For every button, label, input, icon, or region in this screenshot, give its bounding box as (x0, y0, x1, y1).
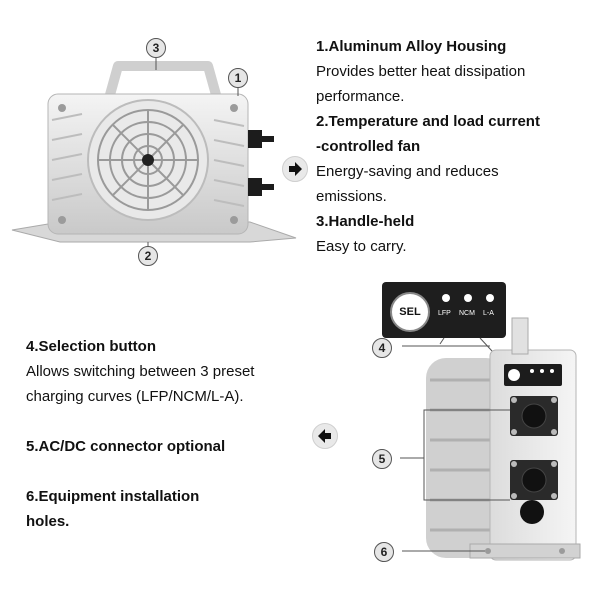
callout-1: 1 (228, 68, 248, 88)
feature-4: 4.Selection button Allows switching betw… (26, 334, 306, 409)
feature-desc-line: Easy to carry. (316, 238, 407, 255)
feature-desc-line: charging curves (LFP/NCM/L-A). (26, 388, 244, 405)
feature-title: 4.Selection button (26, 338, 157, 355)
control-panel-inset: SEL LFP NCM L-A (382, 282, 506, 338)
callout-5: 5 (372, 449, 392, 469)
feature-6: 6.Equipment installation holes. (26, 484, 306, 534)
feature-1: 1.Aluminum Alloy Housing Provides better… (316, 34, 596, 109)
feature-title: 5.AC/DC connector optional (26, 438, 226, 455)
led-indicator (442, 294, 450, 302)
feature-desc-line: Allows switching between 3 preset (26, 363, 255, 380)
feature-title: 6.Equipment installation (26, 488, 200, 505)
arrow-left-icon[interactable] (312, 423, 338, 449)
feature-5: 5.AC/DC connector optional (26, 434, 306, 459)
charger-front-illustration (11, 56, 297, 252)
feature-desc-line: emissions. (316, 188, 387, 205)
callout-3: 3 (146, 38, 166, 58)
callout-2: 2 (138, 246, 158, 266)
charger-side-illustration (400, 317, 581, 561)
callout-4: 4 (372, 338, 392, 358)
led-label-lfp: LFP (438, 310, 451, 317)
sel-button[interactable]: SEL (390, 292, 430, 332)
callout-6: 6 (374, 542, 394, 562)
led-indicator (486, 294, 494, 302)
feature-title: 3.Handle-held (316, 213, 415, 230)
feature-title: 2.Temperature and load current (316, 113, 540, 130)
led-label-la: L-A (483, 310, 494, 317)
feature-desc-line: Provides better heat dissipation (316, 63, 526, 80)
led-indicator (464, 294, 472, 302)
feature-title: -controlled fan (316, 138, 421, 155)
feature-desc-line: performance. (316, 88, 405, 105)
feature-2: 2.Temperature and load current -controll… (316, 109, 596, 209)
feature-3: 3.Handle-held Easy to carry. (316, 209, 596, 259)
feature-desc-line: Energy-saving and reduces (316, 163, 499, 180)
feature-title: holes. (26, 513, 70, 530)
feature-title: 1.Aluminum Alloy Housing (316, 38, 507, 55)
led-label-ncm: NCM (459, 310, 475, 317)
arrow-right-icon[interactable] (282, 156, 308, 182)
